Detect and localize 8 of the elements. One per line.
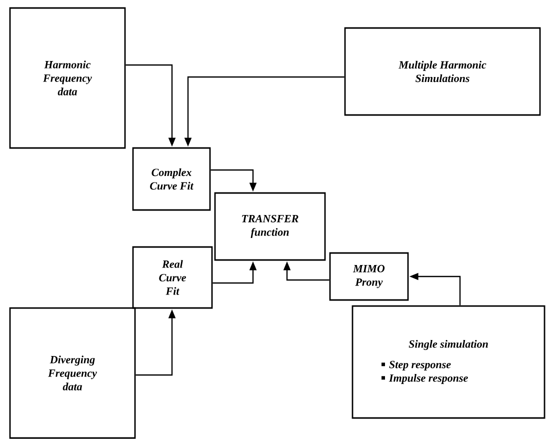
process-box: Real Curve Fit bbox=[132, 246, 213, 309]
process-box: TRANSFER function bbox=[214, 192, 326, 261]
data-box: Diverging Frequency data bbox=[9, 307, 136, 439]
data-box: Harmonic Frequency data bbox=[9, 7, 126, 149]
process-box: Complex Curve Fit bbox=[132, 147, 211, 211]
data-box: Single simulation Step response Impulse response bbox=[352, 305, 546, 419]
process-box: MIMO Prony bbox=[329, 252, 409, 301]
data-box: Multiple Harmonic Simulations bbox=[344, 27, 541, 116]
